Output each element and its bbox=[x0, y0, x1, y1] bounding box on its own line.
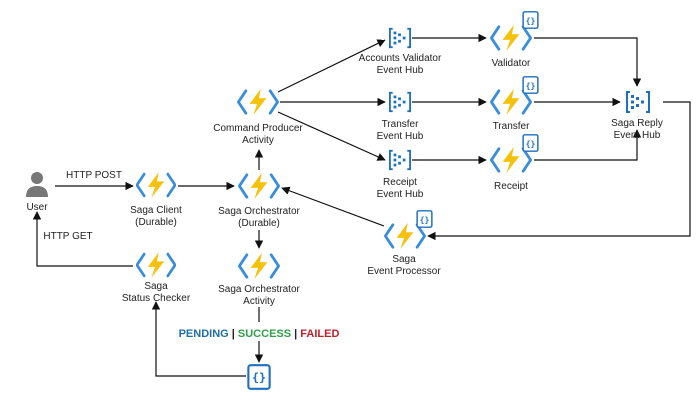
node-command-producer-activity[interactable]: Command Producer Activity bbox=[213, 88, 303, 146]
node-saga-status-checker[interactable]: Saga Status Checker bbox=[122, 251, 191, 304]
status-separator-1: | bbox=[229, 328, 238, 340]
node-saga-reply-event-hub[interactable]: Saga Reply Event Hub bbox=[611, 91, 663, 141]
validator-label: Validator bbox=[492, 58, 531, 69]
json-document-icon bbox=[522, 134, 539, 152]
accounts-validator-hub-label-line1: Accounts Validator bbox=[359, 53, 442, 64]
azure-function-icon bbox=[238, 172, 280, 200]
azure-function-icon bbox=[237, 88, 279, 116]
json-document-icon bbox=[416, 210, 433, 228]
node-saga-event-processor[interactable]: Saga Event Processor bbox=[367, 210, 441, 277]
node-state-document[interactable] bbox=[247, 364, 271, 390]
status-pending: PENDING bbox=[179, 328, 229, 340]
edge-producer-to-accounts-validator-hub bbox=[277, 39, 386, 93]
saga-client-label-line2: (Durable) bbox=[135, 217, 177, 228]
status-checker-label-line1: Saga bbox=[144, 281, 168, 292]
transfer-label: Transfer bbox=[493, 121, 531, 132]
node-user[interactable]: User bbox=[26, 172, 48, 213]
edge-validator-to-reply-hub bbox=[534, 37, 642, 87]
node-receipt-event-hub[interactable]: Receipt Event Hub bbox=[377, 149, 424, 200]
json-document-icon bbox=[522, 11, 539, 29]
receipt-label: Receipt bbox=[494, 181, 528, 192]
node-saga-orchestrator[interactable]: Saga Orchestrator (Durable) bbox=[218, 172, 301, 229]
event-hub-icon bbox=[389, 91, 411, 113]
status-separator-2: | bbox=[291, 328, 300, 340]
event-hub-icon bbox=[389, 27, 411, 49]
node-transfer-event-hub[interactable]: Transfer Event Hub bbox=[377, 91, 424, 142]
orchestrator-label-line1: Saga Orchestrator bbox=[218, 206, 300, 217]
command-producer-label-line2: Activity bbox=[242, 135, 274, 146]
reply-hub-label-line2: Event Hub bbox=[614, 130, 661, 141]
node-validator[interactable]: Validator bbox=[490, 11, 539, 69]
node-saga-orchestrator-activity[interactable]: Saga Orchestrator Activity bbox=[218, 252, 301, 307]
http-get-label: HTTP GET bbox=[43, 231, 92, 242]
user-icon bbox=[26, 172, 48, 197]
transfer-hub-label-line2: Event Hub bbox=[377, 131, 424, 142]
user-label: User bbox=[26, 202, 48, 213]
activity-label-line2: Activity bbox=[243, 296, 275, 307]
edge-document-to-status-checker bbox=[151, 301, 246, 377]
event-hub-icon bbox=[389, 149, 411, 171]
node-saga-client[interactable]: Saga Client (Durable) bbox=[130, 171, 182, 228]
http-post-label: HTTP POST bbox=[66, 170, 122, 181]
json-document-icon bbox=[522, 76, 539, 94]
azure-function-icon bbox=[238, 252, 280, 280]
azure-function-icon bbox=[136, 251, 176, 279]
saga-client-label-line1: Saga Client bbox=[130, 205, 182, 216]
accounts-validator-hub-label-line2: Event Hub bbox=[377, 65, 424, 76]
receipt-hub-label-line1: Receipt bbox=[383, 177, 417, 188]
event-processor-label-line2: Event Processor bbox=[367, 266, 441, 277]
azure-function-icon bbox=[136, 171, 176, 199]
node-accounts-validator-event-hub[interactable]: Accounts Validator Event Hub bbox=[359, 27, 442, 76]
json-document-icon bbox=[247, 364, 271, 390]
edges: HTTP POST HTTP GET bbox=[32, 33, 691, 377]
edge-producer-to-receipt-hub bbox=[277, 111, 386, 161]
node-receipt[interactable]: Receipt bbox=[490, 134, 539, 192]
edge-status-checker-to-user bbox=[32, 211, 133, 267]
edge-receipt-to-reply-hub bbox=[534, 129, 642, 161]
edge-reply-hub-to-event-processor bbox=[427, 101, 691, 241]
status-checker-label-line2: Status Checker bbox=[122, 293, 191, 304]
orchestrator-label-line2: (Durable) bbox=[238, 218, 280, 229]
reply-hub-label-line1: Saga Reply bbox=[611, 118, 663, 129]
edge-event-processor-to-orchestrator bbox=[281, 186, 385, 227]
event-hub-icon bbox=[626, 91, 650, 113]
activity-label-line1: Saga Orchestrator bbox=[218, 284, 300, 295]
transfer-hub-label-line1: Transfer bbox=[382, 119, 420, 130]
status-success: SUCCESS bbox=[238, 328, 291, 340]
event-processor-label-line1: Saga bbox=[392, 254, 416, 265]
command-producer-label-line1: Command Producer bbox=[213, 123, 303, 134]
node-transfer[interactable]: Transfer bbox=[490, 76, 539, 132]
status-values: PENDING | SUCCESS | FAILED bbox=[179, 328, 340, 340]
status-failed: FAILED bbox=[300, 328, 339, 340]
receipt-hub-label-line2: Event Hub bbox=[377, 189, 424, 200]
